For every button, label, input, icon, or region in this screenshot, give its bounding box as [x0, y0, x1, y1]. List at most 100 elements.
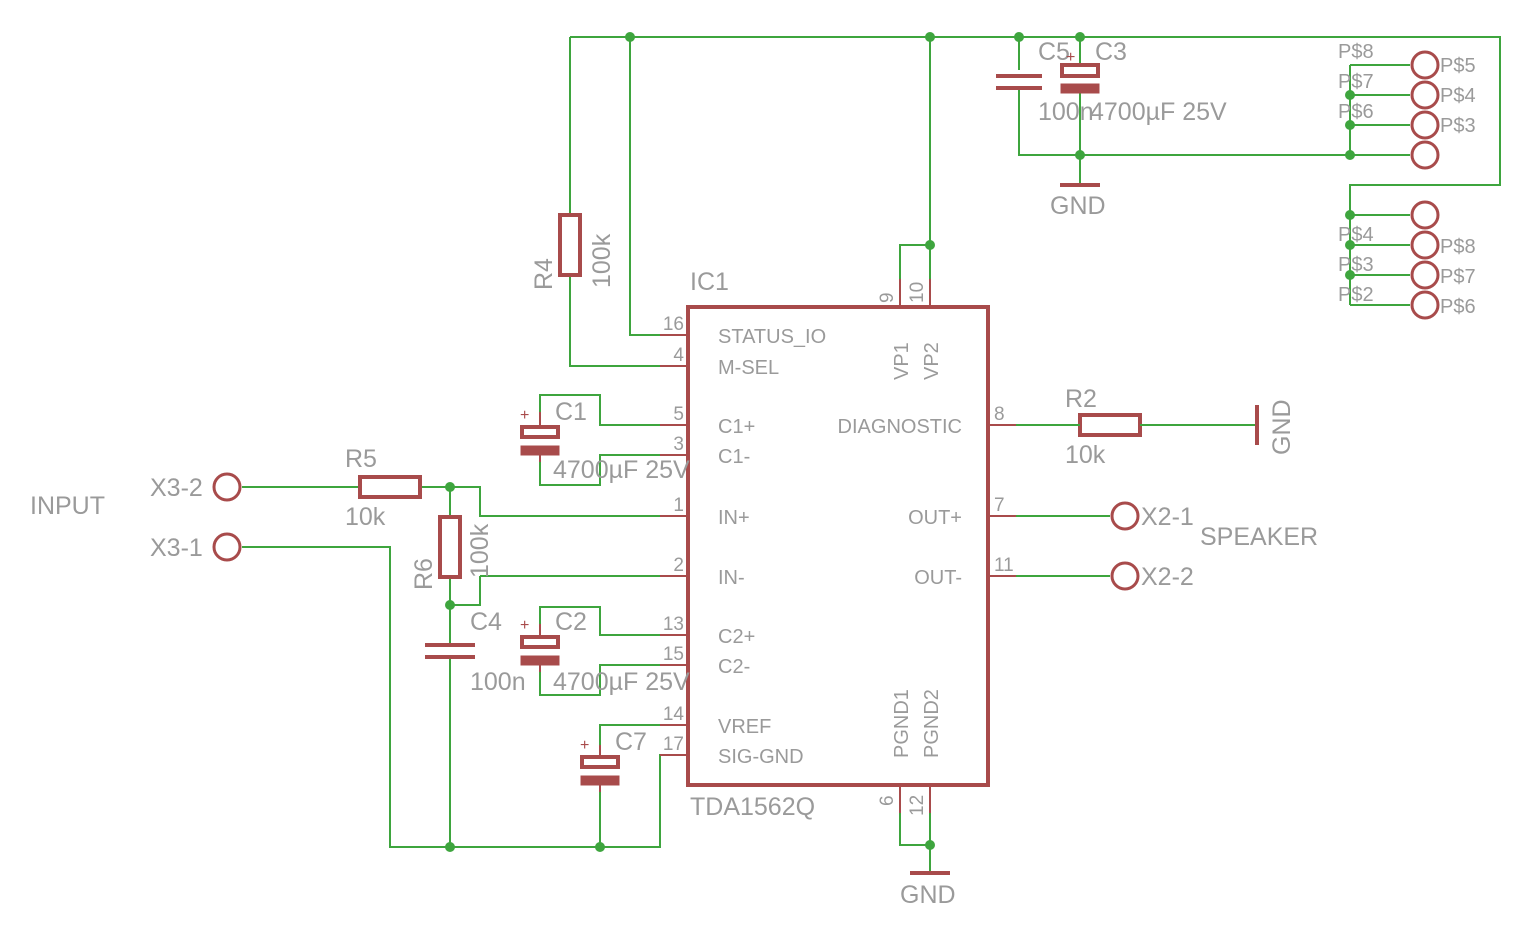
pin-name-m-sel: M-SEL — [718, 357, 779, 379]
header-top[interactable] — [1410, 50, 1440, 170]
pin-name-diagnostic: DIAGNOSTIC — [838, 416, 962, 438]
junction — [625, 32, 635, 42]
c5-value: 100n — [1038, 98, 1094, 126]
gnd-label-right: GND — [1268, 399, 1296, 455]
pin-number-9: 9 — [877, 292, 898, 303]
r5-name: R5 — [345, 445, 377, 473]
svg-text:+: + — [520, 617, 529, 634]
pin-number-8: 8 — [994, 404, 1005, 425]
pin-name-out-n: OUT- — [914, 567, 962, 589]
header-bottom-right-1: P$8 — [1440, 236, 1476, 258]
pin-number-2: 2 — [673, 555, 684, 576]
r6-name: R6 — [410, 558, 438, 590]
pin-name-c2n: C2- — [718, 656, 750, 678]
gnd-label-top: GND — [1050, 192, 1106, 220]
svg-text:+: + — [520, 407, 529, 424]
c7-name: C7 — [615, 728, 647, 756]
junction — [1075, 150, 1085, 160]
header-top-left-2: P$7 — [1338, 71, 1374, 93]
c4-symbol[interactable] — [425, 643, 475, 659]
x3-1-terminal[interactable] — [212, 532, 242, 562]
x3-1-label: X3-1 — [150, 534, 203, 562]
header-bottom-left-2: P$3 — [1338, 254, 1374, 276]
speaker-label: SPEAKER — [1200, 523, 1318, 551]
r4-value: 100k — [588, 233, 616, 288]
junction — [1075, 32, 1085, 42]
ic1-value: TDA1562Q — [690, 793, 815, 821]
pin-name-pgnd2: PGND2 — [921, 689, 943, 758]
r2-symbol[interactable] — [1078, 413, 1142, 437]
pin-name-c2p: C2+ — [718, 626, 755, 648]
pin-number-1: 1 — [673, 495, 684, 516]
header-top-left-1: P$8 — [1338, 41, 1374, 63]
junction — [445, 482, 455, 492]
pin-number-17: 17 — [663, 734, 684, 755]
header-bottom-left-1: P$4 — [1338, 224, 1374, 246]
r2-value: 10k — [1065, 441, 1106, 469]
pin-number-13: 13 — [663, 614, 684, 635]
junction — [925, 840, 935, 850]
gnd-label-bottom: GND — [900, 881, 956, 909]
c3-value: 4700µF 25V — [1090, 98, 1227, 126]
c4-value: 100n — [470, 668, 526, 696]
pin-name-in-n: IN- — [718, 567, 745, 589]
x3-2-terminal[interactable] — [212, 472, 242, 502]
pin-name-status-io: STATUS_IO — [718, 326, 826, 348]
x3-2-label: X3-2 — [150, 474, 203, 502]
junction — [1345, 150, 1355, 160]
input-label: INPUT — [30, 492, 105, 520]
pin-number-6: 6 — [877, 795, 898, 806]
c1-symbol[interactable]: + — [520, 407, 560, 462]
junction — [1345, 90, 1355, 100]
x2-2-label: X2-2 — [1141, 563, 1194, 591]
ic1-symbol[interactable] — [660, 279, 1016, 813]
header-top-right-2: P$4 — [1440, 85, 1476, 107]
c3-symbol[interactable]: + — [1060, 49, 1100, 94]
c3-name: C3 — [1095, 38, 1127, 66]
junction — [925, 240, 935, 250]
r5-symbol[interactable] — [358, 475, 422, 499]
junction — [925, 32, 935, 42]
header-bottom[interactable] — [1410, 200, 1440, 320]
pin-number-3: 3 — [673, 434, 684, 455]
junction — [1345, 270, 1355, 280]
x2-2-terminal[interactable] — [1110, 561, 1140, 591]
pin-name-in-p: IN+ — [718, 507, 750, 529]
header-bottom-right-2: P$7 — [1440, 266, 1476, 288]
r4-symbol[interactable] — [558, 213, 582, 277]
pin-number-15: 15 — [663, 644, 684, 665]
r2-name: R2 — [1065, 385, 1097, 413]
junction — [1345, 210, 1355, 220]
r6-value: 100k — [466, 523, 494, 578]
pin-name-pgnd1: PGND1 — [891, 689, 913, 758]
junction — [1345, 240, 1355, 250]
ic1-name: IC1 — [690, 268, 729, 296]
header-top-right-3: P$3 — [1440, 115, 1476, 137]
junction — [445, 842, 455, 852]
r4-name: R4 — [530, 258, 558, 290]
pin-number-16: 16 — [663, 314, 684, 335]
x2-1-label: X2-1 — [1141, 503, 1194, 531]
c7-symbol[interactable]: + — [580, 737, 620, 792]
junctions — [445, 32, 1355, 852]
junction — [595, 842, 605, 852]
c5-symbol[interactable] — [996, 74, 1042, 90]
pin-number-7: 7 — [994, 495, 1005, 516]
junction — [1014, 32, 1024, 42]
pin-name-sig-gnd: SIG-GND — [718, 746, 804, 768]
header-bottom-left-3: P$2 — [1338, 284, 1374, 306]
header-top-left-3: P$6 — [1338, 101, 1374, 123]
pin-number-4: 4 — [673, 345, 684, 366]
wires — [242, 36, 1501, 873]
pin-name-vp1: VP1 — [891, 342, 913, 380]
pin-number-14: 14 — [663, 704, 685, 725]
c2-value: 4700µF 25V — [553, 668, 690, 696]
pin-name-c1p: C1+ — [718, 416, 755, 438]
c2-symbol[interactable]: + — [520, 617, 560, 672]
c4-name: C4 — [470, 608, 502, 636]
r6-symbol[interactable] — [438, 515, 462, 579]
svg-text:+: + — [1066, 49, 1075, 66]
x2-1-terminal[interactable] — [1110, 501, 1140, 531]
pin-name-vref: VREF — [718, 716, 771, 738]
